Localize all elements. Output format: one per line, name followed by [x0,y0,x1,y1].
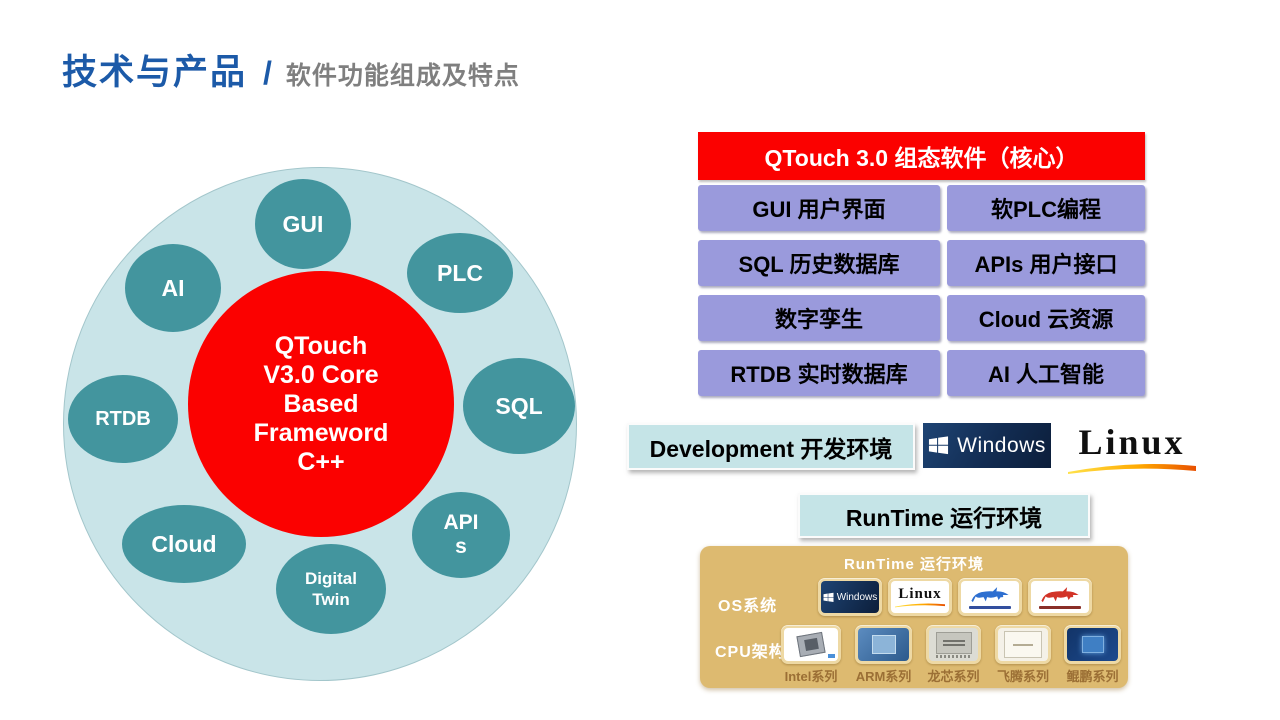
runtime-panel: RunTime 运行环境 OS系统 CPU架构 [700,546,1128,688]
cpu-label-arm: ARM系列 [855,669,912,684]
cpu-row-label: CPU架构 [715,644,786,661]
satellite-ai-label: AI [161,274,185,301]
satellite-sql-label: SQL [495,392,543,419]
phytium-chip-image [998,628,1048,661]
stack-header: QTouch 3.0 组态软件（核心） [698,132,1145,180]
linux-logo: Linux [1066,424,1198,474]
core-framework-circle: QTouch V3.0 Core Based Frameword C++ [188,271,454,537]
linux-swoosh-icon [1068,464,1196,474]
satellite-gui-label: GUI [282,210,324,237]
satellite-gui: GUI [255,179,351,269]
windows-wordmark: Windows [836,591,878,603]
satellite-cloud: Cloud [122,505,246,583]
core-line-4: Frameword [253,418,389,447]
title-separator: / [263,55,272,91]
cpu-card-loongson [926,625,981,664]
cpu-card-arm [855,625,912,664]
satellite-ai: AI [125,244,221,332]
kylin-beast-icon [971,587,1009,603]
runtime-env-box: RunTime 运行环境 [798,493,1090,538]
satellite-apis-line2: s [455,535,467,558]
satellite-sql: SQL [463,358,575,454]
satellite-rtdb: RTDB [68,375,178,463]
stack-cell-digital-twin: 数字孪生 [698,295,940,341]
os-card-linux: Linux [888,578,952,616]
page-title: 技术与产品 / 软件功能组成及特点 [62,44,520,95]
satellite-digital-twin: Digital Twin [276,544,386,634]
kunpeng-chip-image [1067,628,1118,661]
runtime-panel-title: RunTime 运行环境 [843,556,985,573]
cpu-card-phytium [995,625,1051,664]
stack-cell-ai: AI 人工智能 [947,350,1145,396]
core-line-3: Based [283,389,359,418]
loongson-chip-image [929,628,978,661]
kylin-caption-text [969,606,1011,609]
cpu-label-loongson: 龙芯系列 [927,669,980,684]
satellite-digital-twin-line1: Digital [305,569,357,588]
satellite-apis: API s [412,492,510,578]
stack-cell-softplc: 软PLC编程 [947,185,1145,231]
cpu-label-phytium: 飞腾系列 [996,669,1049,684]
stack-cell-cloud: Cloud 云资源 [947,295,1145,341]
os-card-neokylin [1028,578,1092,616]
stack-cell-gui: GUI 用户界面 [698,185,940,231]
stack-cell-sql: SQL 历史数据库 [698,240,940,286]
linux-swoosh-icon [895,602,945,607]
windows-logo: Windows [923,423,1051,468]
cpu-label-kunpeng: 鲲鹏系列 [1066,669,1119,684]
windows-flag-icon [928,435,949,456]
stack-cell-apis: APIs 用户接口 [947,240,1145,286]
linux-wordmark: Linux [1078,422,1186,462]
neokylin-caption-text [1039,606,1081,609]
satellite-cloud-label: Cloud [151,530,217,557]
core-line-2: V3.0 Core [263,360,379,389]
stack-cell-rtdb: RTDB 实时数据库 [698,350,940,396]
windows-wordmark: Windows [957,433,1046,457]
core-line-5: C++ [297,447,345,476]
satellite-rtdb-label: RTDB [95,407,151,430]
satellite-digital-twin-line2: Twin [312,590,350,609]
cpu-label-intel: Intel系列 [784,669,838,684]
linux-wordmark: Linux [898,585,942,602]
os-card-kylin [958,578,1022,616]
satellite-plc-label: PLC [437,259,483,286]
arm-chip-image [858,628,909,661]
os-row-label: OS系统 [718,598,778,615]
windows-flag-icon [823,592,834,603]
satellite-apis-line1: API [443,511,479,534]
os-card-windows: Windows [818,578,882,616]
cpu-card-intel [781,625,841,664]
cpu-card-kunpeng [1064,625,1121,664]
title-subtitle: 软件功能组成及特点 [285,62,520,90]
satellite-plc: PLC [407,233,513,313]
title-main: 技术与产品 [62,53,248,92]
intel-chip-image [784,628,838,661]
development-env-box: Development 开发环境 [627,423,915,470]
core-line-1: QTouch [274,331,368,360]
neokylin-beast-icon [1041,587,1079,603]
